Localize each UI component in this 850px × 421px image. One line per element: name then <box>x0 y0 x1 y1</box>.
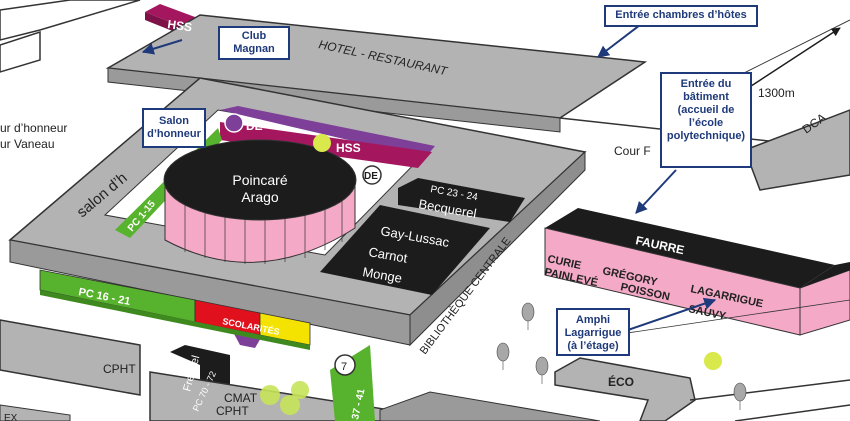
callout-amphi-lagarrigue: Amphi Lagarrigue (à l’étage) <box>556 308 630 356</box>
callout-amphi-lagarrigue-text: Amphi Lagarrigue (à l’étage) <box>564 314 622 352</box>
cpht-building <box>0 319 141 396</box>
yellow-dot-3 <box>280 395 300 415</box>
yellow-dot-2 <box>260 385 280 405</box>
monge-label: Monge <box>361 264 403 286</box>
bottom-left-label: EX <box>4 413 18 421</box>
callout-salon-honneur: Salon d’honneur <box>142 108 206 148</box>
arrow-amphi-lagarrigue <box>627 297 717 331</box>
hss-top-label: HSS <box>167 17 193 34</box>
cour-honneur-label-2: ur Vaneau <box>0 137 55 151</box>
cmat-label: CMAT <box>224 391 258 405</box>
de-dot-2 <box>362 165 382 185</box>
callout-entree-chambres: Entrée chambres d’hôtes <box>604 5 758 27</box>
callout-entree-batiment: Entrée du bâtiment (accueil de l’école p… <box>660 72 752 168</box>
bottom-mid-building <box>379 391 601 421</box>
callout-entree-chambres-text: Entrée chambres d’hôtes <box>615 9 747 21</box>
hss-mid-label: HSS <box>336 141 361 155</box>
cour-f-label: Cour F <box>614 144 651 158</box>
eco-building <box>554 357 696 421</box>
callout-salon-honneur-text: Salon d’honneur <box>147 115 201 140</box>
eco-label: ÉCO <box>608 374 634 389</box>
cpht-label-2: CPHT <box>216 404 249 418</box>
de-label-2: DE <box>364 171 378 182</box>
yellow-dot-4 <box>291 381 309 399</box>
callout-club-magnan: Club Magnan <box>218 26 290 60</box>
arrow-entree-chambres <box>597 24 641 58</box>
arago-label: Arago <box>241 189 279 205</box>
north-arrow <box>744 27 841 91</box>
cour-honneur-label-1: ur d’honneur <box>0 121 67 135</box>
gay-lussac-block <box>320 205 490 295</box>
cpht-label-1: CPHT <box>103 362 136 376</box>
bottom-left-building <box>0 404 71 421</box>
arrow-entree-batiment <box>635 169 677 214</box>
yellow-dot-eco <box>704 352 722 370</box>
de-label-1: DE <box>246 119 263 133</box>
num-7-label: 7 <box>341 361 347 373</box>
tree-icons <box>496 302 747 410</box>
arrow-club-magnan <box>141 39 183 55</box>
distance-label: 1300m <box>758 86 795 100</box>
building-outline-topleft <box>0 0 141 41</box>
callout-entree-batiment-text: Entrée du bâtiment (accueil de l’école p… <box>666 78 746 142</box>
dca-building <box>744 109 850 191</box>
num-7-circle <box>334 354 356 376</box>
callout-club-magnan-text: Club Magnan <box>233 30 275 55</box>
building-outline-left <box>0 30 41 73</box>
de-dot-1 <box>224 113 244 133</box>
yellow-dot-1 <box>313 134 331 152</box>
faurre-roof <box>545 208 835 288</box>
poincare-arago-top <box>163 139 357 221</box>
becquerel-block <box>398 178 525 222</box>
poincare-label: Poincaré <box>232 172 287 188</box>
carnot-label: Carnot <box>367 244 408 266</box>
